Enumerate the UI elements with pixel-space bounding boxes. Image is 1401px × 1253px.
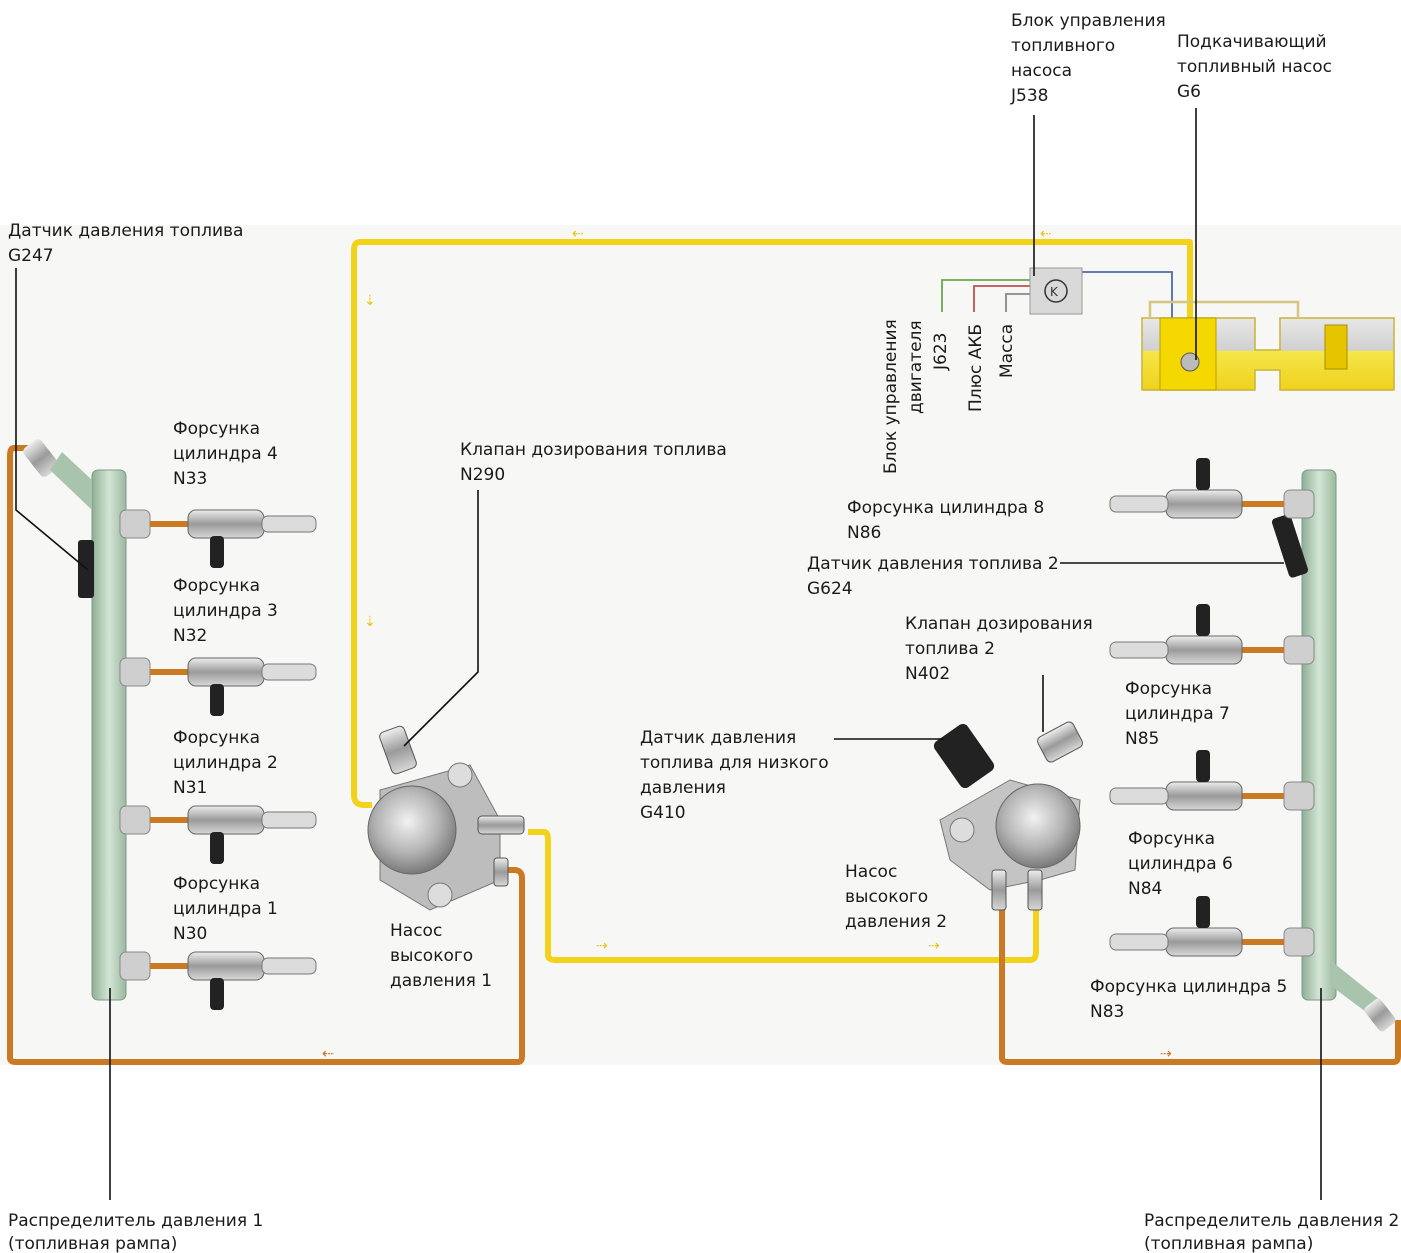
svg-text:K: K [1050, 285, 1059, 299]
label-injector-8: Форсунка цилиндра 8 N86 [847, 498, 1050, 543]
svg-text:⇢: ⇢ [596, 938, 608, 954]
label-booster-pump: Подкачивающий топливный насос G6 [1177, 32, 1337, 102]
flow-arrows: ⇠ ⇠ ⇣ ⇣ ⇢ ⇢ ⇠ ⇢ [322, 226, 1172, 1062]
label-rail-1: Распределитель давления 1 (топливная рам… [8, 1211, 269, 1253]
svg-text:⇢: ⇢ [1160, 1046, 1172, 1062]
ecu-symbol-icon [1044, 279, 1068, 303]
label-metering-valve-2: Клапан дозирования топлива 2 N402 [905, 614, 1098, 684]
fuel-tank [1141, 300, 1395, 391]
label-fuel-pressure-sensor-2: Датчик давления топлива 2 G624 [807, 554, 1064, 599]
label-injector-7: Форсунка цилиндра 7 N85 [1125, 679, 1235, 749]
svg-text:⇢: ⇢ [928, 938, 940, 954]
injector-4-graphic [119, 509, 317, 568]
label-low-pressure-sensor: Датчик давления топлива для низкого давл… [640, 728, 834, 823]
label-metering-valve-1: Клапан дозирования топлива N290 [460, 440, 732, 485]
label-fuel-pump-ecu: Блок управления топливного насоса J538 [1010, 11, 1171, 106]
label-engine-ecu-line1: Блок управления [881, 319, 901, 474]
low-pressure-lines [351, 239, 1193, 963]
label-injector-5: Форсунка цилиндра 5 N83 [1090, 977, 1293, 1022]
booster-pump-icon [1180, 352, 1200, 372]
svg-text:⇣: ⇣ [364, 293, 376, 309]
leader-lines [15, 108, 1322, 1200]
label-ground: Масса [997, 324, 1017, 378]
engine-ecu-vertical-labels: Блок управления двигателя J623 Плюс АКБ … [881, 319, 1017, 474]
injector-2-graphic [119, 805, 317, 864]
injector-5-graphic [1109, 896, 1315, 957]
svg-text:⇠: ⇠ [572, 226, 584, 242]
label-injector-4: Форсунка цилиндра 4 N33 [173, 419, 283, 489]
label-injector-2: Форсунка цилиндра 2 N31 [173, 728, 283, 798]
label-fuel-pressure-sensor-1: Датчик давления топлива G247 [8, 221, 249, 266]
label-hp-pump-2: Насос высокого давления 2 [845, 862, 947, 932]
injector-1-graphic [119, 951, 317, 1010]
svg-text:⇠: ⇠ [1040, 226, 1052, 242]
label-engine-ecu-line3: J623 [931, 333, 951, 371]
rail-right [1271, 469, 1396, 1032]
injector-7-graphic [1109, 604, 1315, 665]
svg-text:⇣: ⇣ [364, 614, 376, 630]
label-injector-1: Форсунка цилиндра 1 N30 [173, 874, 283, 944]
injector-3-graphic [119, 657, 317, 716]
hp-pump-1-graphic [367, 725, 525, 911]
label-rail-2: Распределитель давления 2 (топливная рам… [1144, 1211, 1401, 1253]
high-pressure-lines [7, 445, 1401, 1065]
injector-6-graphic [1109, 750, 1315, 811]
label-injector-6: Форсунка цилиндра 6 N84 [1128, 829, 1238, 899]
hp-pump-2-graphic [933, 721, 1083, 911]
injector-8-graphic [1109, 458, 1315, 519]
label-battery-plus: Плюс АКБ [966, 324, 986, 412]
label-injector-3: Форсунка цилиндра 3 N32 [173, 576, 283, 646]
svg-text:⇠: ⇠ [322, 1046, 334, 1062]
label-engine-ecu-line2: двигателя [906, 320, 926, 414]
label-hp-pump-1: Насос высокого давления 1 [390, 921, 492, 991]
